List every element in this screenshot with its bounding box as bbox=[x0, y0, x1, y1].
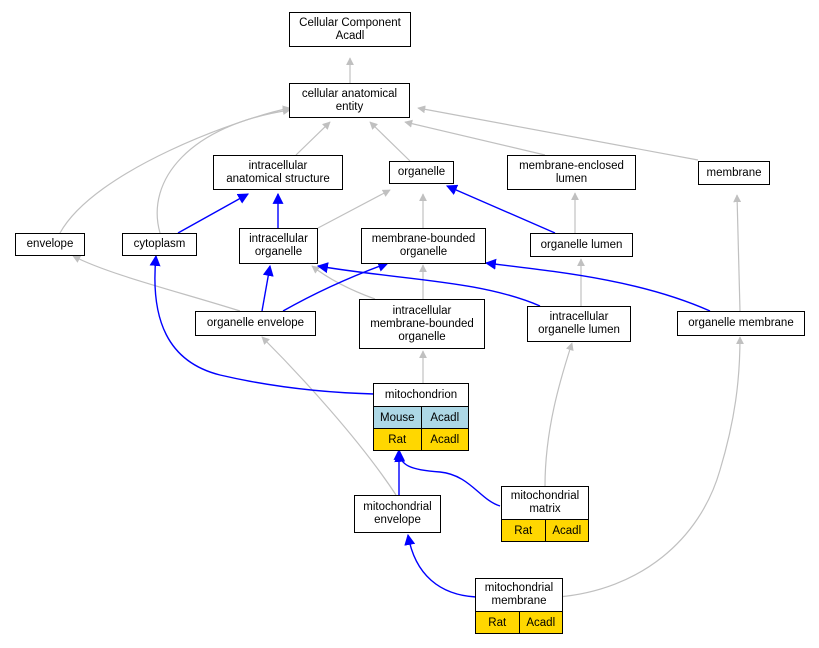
node-label: mitochondrial membrane bbox=[476, 579, 562, 612]
edge-iol-io bbox=[316, 262, 541, 307]
species-row-mouse: Mouse Acadl bbox=[374, 407, 468, 428]
node-intracellular-membrane-bounded-organelle[interactable]: intracellular membrane-bounded organelle bbox=[359, 299, 485, 349]
node-label: organelle membrane bbox=[688, 317, 794, 329]
edge-om-membrane bbox=[733, 194, 742, 312]
edge-matrix-mito bbox=[394, 450, 501, 507]
node-cytoplasm[interactable]: cytoplasm bbox=[122, 233, 197, 256]
node-label: cytoplasm bbox=[133, 238, 186, 250]
node-label: mitochondrion bbox=[374, 384, 468, 407]
node-mitochondrion[interactable]: mitochondrion Mouse Acadl Rat Acadl bbox=[373, 383, 469, 451]
node-membrane-enclosed-lumen[interactable]: membrane-enclosed lumen bbox=[507, 155, 636, 190]
edge-om-mbo bbox=[484, 258, 711, 312]
species-cell: Rat bbox=[488, 616, 507, 629]
node-label: membrane-bounded organelle bbox=[371, 233, 476, 258]
node-label: intracellular membrane-bounded organelle bbox=[370, 304, 474, 343]
node-label: organelle lumen bbox=[540, 238, 623, 251]
gene-cell: Acadl bbox=[420, 429, 469, 450]
edge-organelle-cae bbox=[369, 121, 411, 162]
edge-me-oe bbox=[261, 336, 397, 496]
node-label: envelope bbox=[26, 238, 74, 250]
edge-cytoplasm-ias bbox=[177, 193, 249, 234]
edge-matrix-iol bbox=[544, 342, 574, 487]
node-envelope[interactable]: envelope bbox=[15, 233, 85, 256]
node-intracellular-organelle-lumen[interactable]: intracellular organelle lumen bbox=[527, 306, 631, 342]
node-label: Cellular Component Acadl bbox=[299, 16, 401, 42]
edge-oe-io bbox=[261, 264, 274, 312]
edge-ol-organelle bbox=[445, 184, 556, 234]
node-organelle[interactable]: organelle bbox=[389, 161, 454, 184]
edge-io-organelle bbox=[317, 189, 391, 229]
node-intracellular-organelle[interactable]: intracellular organelle bbox=[239, 228, 318, 264]
node-organelle-membrane[interactable]: organelle membrane bbox=[677, 311, 805, 336]
node-label: cellular anatomical entity bbox=[301, 87, 398, 113]
gene-cell: Acadl bbox=[544, 520, 589, 541]
edge-oe-envelope bbox=[72, 255, 241, 312]
node-membrane[interactable]: membrane bbox=[698, 161, 770, 185]
node-cellular-anatomical-entity[interactable]: cellular anatomical entity bbox=[289, 83, 410, 118]
node-intracellular-anatomical-structure[interactable]: intracellular anatomical structure bbox=[213, 155, 343, 190]
edge-cytoplasm-cae bbox=[156, 107, 291, 234]
gene-cell: Acadl bbox=[420, 407, 469, 428]
node-cellular-component[interactable]: Cellular Component Acadl bbox=[289, 12, 411, 47]
edge-mm-om bbox=[557, 336, 744, 598]
node-label: organelle envelope bbox=[206, 317, 305, 329]
node-organelle-envelope[interactable]: organelle envelope bbox=[195, 311, 316, 336]
edge-mito-cytoplasm bbox=[149, 254, 375, 395]
gene-cell: Acadl bbox=[518, 612, 563, 633]
species-cell: Rat bbox=[388, 433, 407, 446]
edge-oe-mbo bbox=[282, 261, 390, 312]
node-organelle-lumen[interactable]: organelle lumen bbox=[530, 233, 633, 257]
node-label: intracellular organelle bbox=[249, 233, 308, 258]
species-row-rat: Rat Acadl bbox=[374, 428, 468, 450]
edge-mel-cae bbox=[404, 119, 546, 156]
node-mitochondrial-matrix[interactable]: mitochondrial matrix Rat Acadl bbox=[501, 486, 589, 542]
edge-mm-me bbox=[404, 533, 477, 598]
species-cell: Rat bbox=[514, 524, 533, 537]
species-row-rat: Rat Acadl bbox=[476, 612, 562, 633]
edge-membrane-cae bbox=[417, 105, 699, 161]
node-label: organelle bbox=[397, 166, 446, 178]
edge-ias-cae bbox=[295, 121, 331, 156]
species-cell: Mouse bbox=[379, 411, 415, 424]
species-row-rat: Rat Acadl bbox=[502, 520, 588, 541]
node-mitochondrial-membrane[interactable]: mitochondrial membrane Rat Acadl bbox=[475, 578, 563, 634]
node-label: membrane bbox=[706, 166, 762, 179]
node-label: mitochondrial matrix bbox=[502, 487, 588, 520]
node-mitochondrial-envelope[interactable]: mitochondrial envelope bbox=[354, 495, 441, 533]
node-label: intracellular organelle lumen bbox=[538, 311, 620, 336]
node-membrane-bounded-organelle[interactable]: membrane-bounded organelle bbox=[361, 228, 486, 264]
node-label: mitochondrial envelope bbox=[363, 501, 432, 526]
node-label: intracellular anatomical structure bbox=[226, 159, 330, 185]
node-label: membrane-enclosed lumen bbox=[519, 159, 624, 185]
